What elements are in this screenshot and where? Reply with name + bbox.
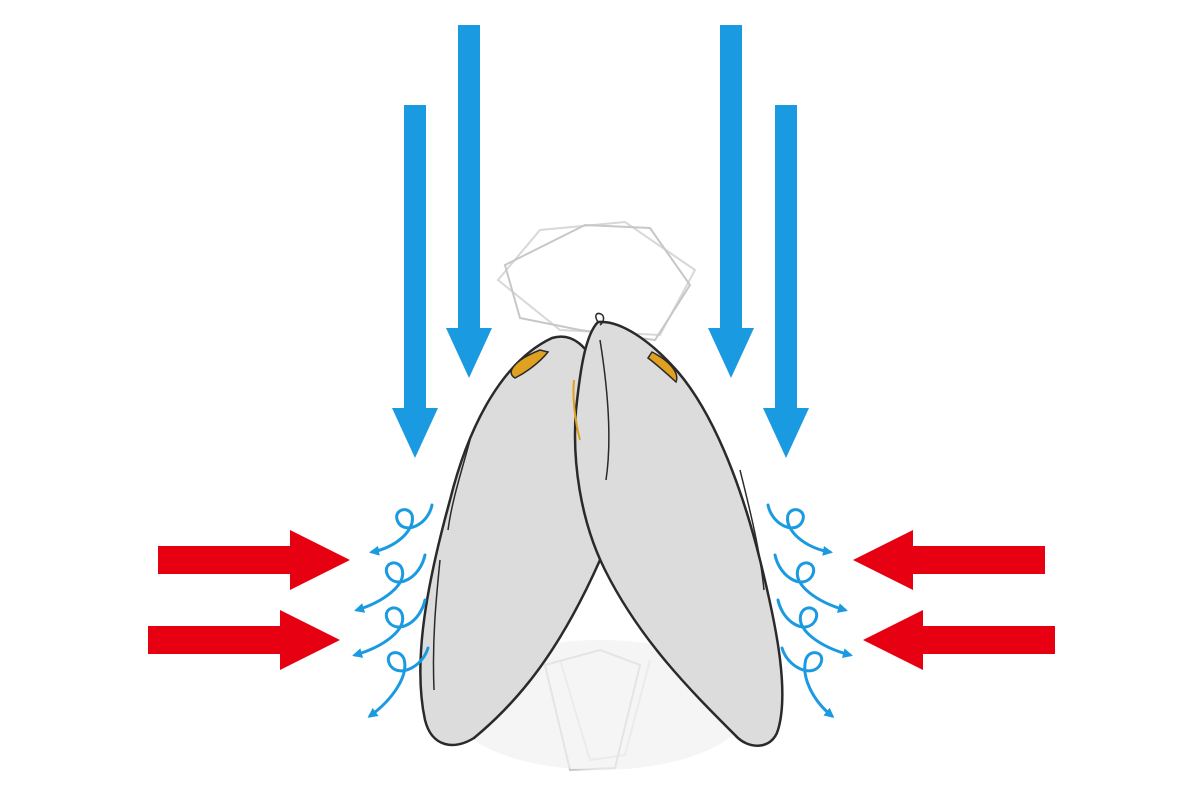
curl-arrow-icon (367, 646, 430, 718)
left-vortices (352, 503, 434, 718)
arrow-down-icon (763, 105, 809, 458)
arrow-down-icon (392, 105, 438, 458)
right-vortices (766, 503, 853, 718)
curl-arrow-icon (352, 598, 427, 658)
arrow-down-icon (708, 25, 754, 378)
curl-arrow-icon (766, 503, 833, 556)
curl-arrow-icon (780, 646, 835, 718)
arrow-down-icon (446, 25, 492, 378)
right-wing (572, 312, 784, 747)
arrow-left-icon (863, 610, 1055, 670)
arrow-left-icon (853, 530, 1045, 590)
side-flow-arrows (148, 530, 1055, 670)
curl-arrow-icon (776, 598, 853, 659)
curl-arrow-icon (354, 553, 427, 613)
arrow-right-icon (158, 530, 350, 590)
curl-arrow-icon (369, 503, 434, 556)
downwash-arrows (392, 25, 809, 458)
left-wing (419, 335, 614, 747)
curl-arrow-icon (773, 553, 848, 613)
arrow-right-icon (148, 610, 340, 670)
